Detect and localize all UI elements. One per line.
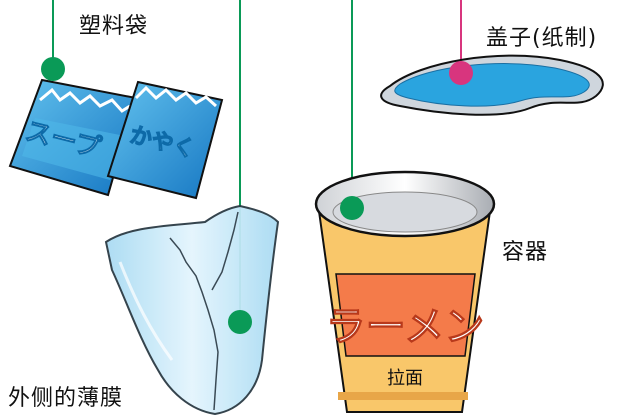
outer-film xyxy=(104,204,280,416)
seasoning-packets: スープ かやく xyxy=(8,78,224,200)
paper-lid xyxy=(380,54,604,116)
leader-dot-lid xyxy=(449,61,473,85)
cup-main-text: ラーメン xyxy=(326,304,484,350)
label-outer-film: 外侧的薄膜 xyxy=(8,386,124,411)
leader-dot-plastic-bag xyxy=(41,57,65,81)
cup-container: ラーメン 拉面 xyxy=(314,170,496,413)
label-container: 容器 xyxy=(502,240,549,265)
leader-dot-container xyxy=(340,196,364,220)
leader-dots xyxy=(41,57,473,334)
leader-dot-outer-film xyxy=(228,310,252,334)
label-plastic-bag: 塑料袋 xyxy=(79,14,149,39)
packet-soup: スープ xyxy=(8,78,138,197)
cup-sub-text: 拉面 xyxy=(387,368,423,389)
packet-spice: かやく xyxy=(106,80,224,200)
label-lid: 盖子(纸制) xyxy=(486,26,598,51)
